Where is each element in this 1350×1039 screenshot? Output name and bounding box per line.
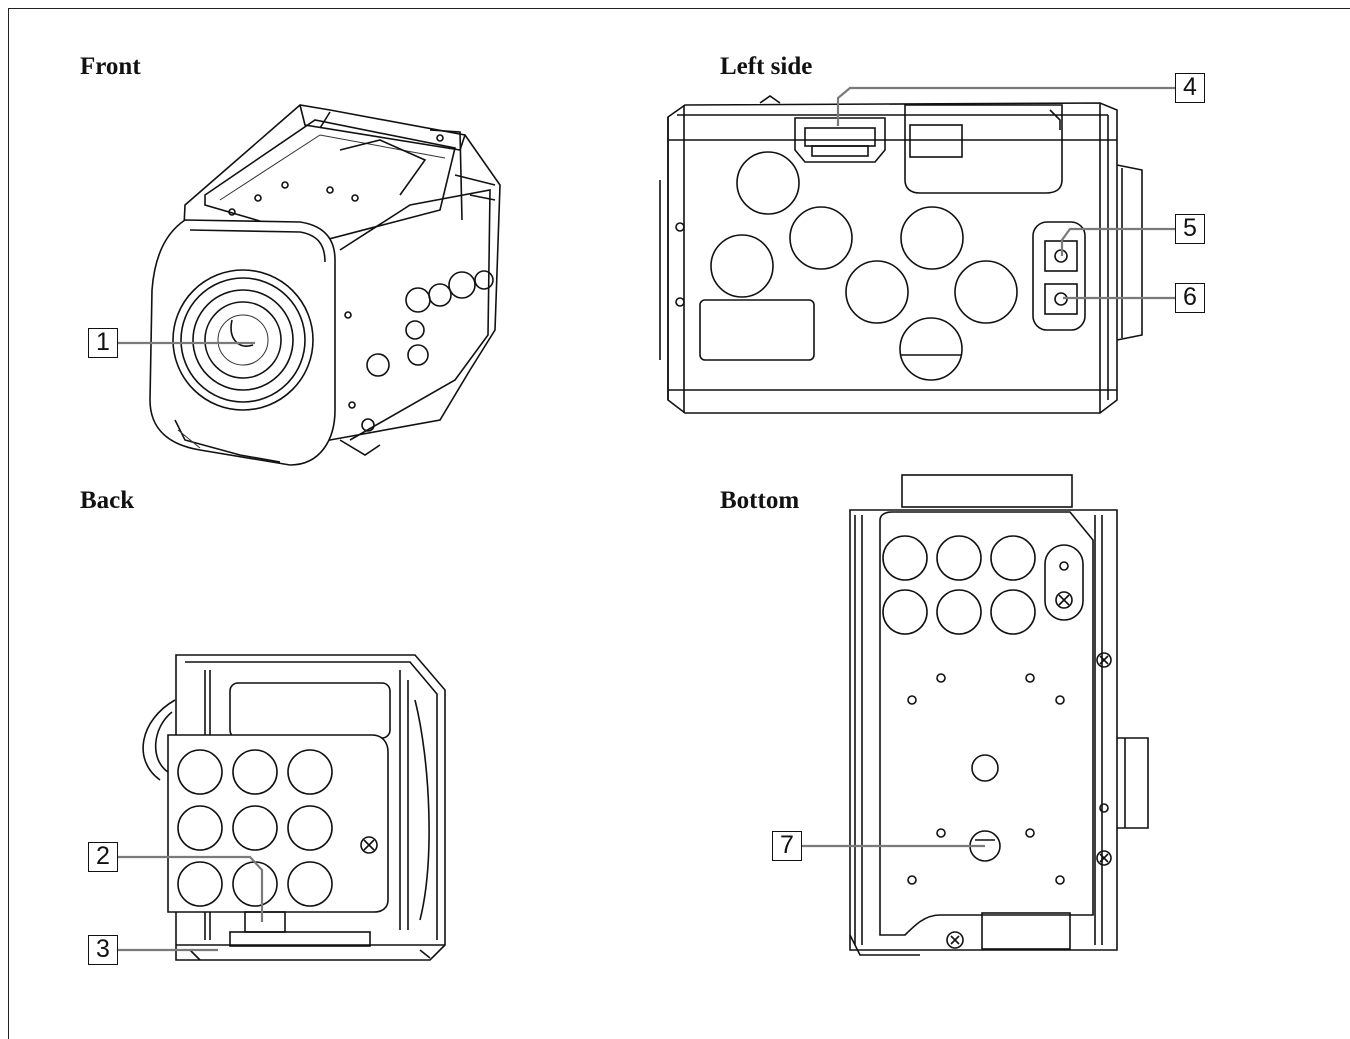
left-side-view-title: Left side xyxy=(720,53,813,80)
callout-7: 7 xyxy=(772,831,802,861)
bottom-view-drawing xyxy=(849,474,1149,956)
left-side-view-drawing xyxy=(659,95,1143,414)
front-view-title: Front xyxy=(80,53,141,80)
callout-2: 2 xyxy=(88,842,118,872)
front-view-drawing xyxy=(149,104,501,466)
page-frame xyxy=(8,8,1350,1039)
callout-4: 4 xyxy=(1175,73,1205,103)
callout-6: 6 xyxy=(1175,283,1205,313)
bottom-view-title: Bottom xyxy=(720,487,800,514)
callout-3: 3 xyxy=(88,935,118,965)
back-view-drawing xyxy=(142,654,446,961)
leader-lines xyxy=(118,86,1175,952)
callout-5: 5 xyxy=(1175,214,1205,244)
callout-1: 1 xyxy=(88,328,118,358)
back-view-title: Back xyxy=(80,487,135,514)
